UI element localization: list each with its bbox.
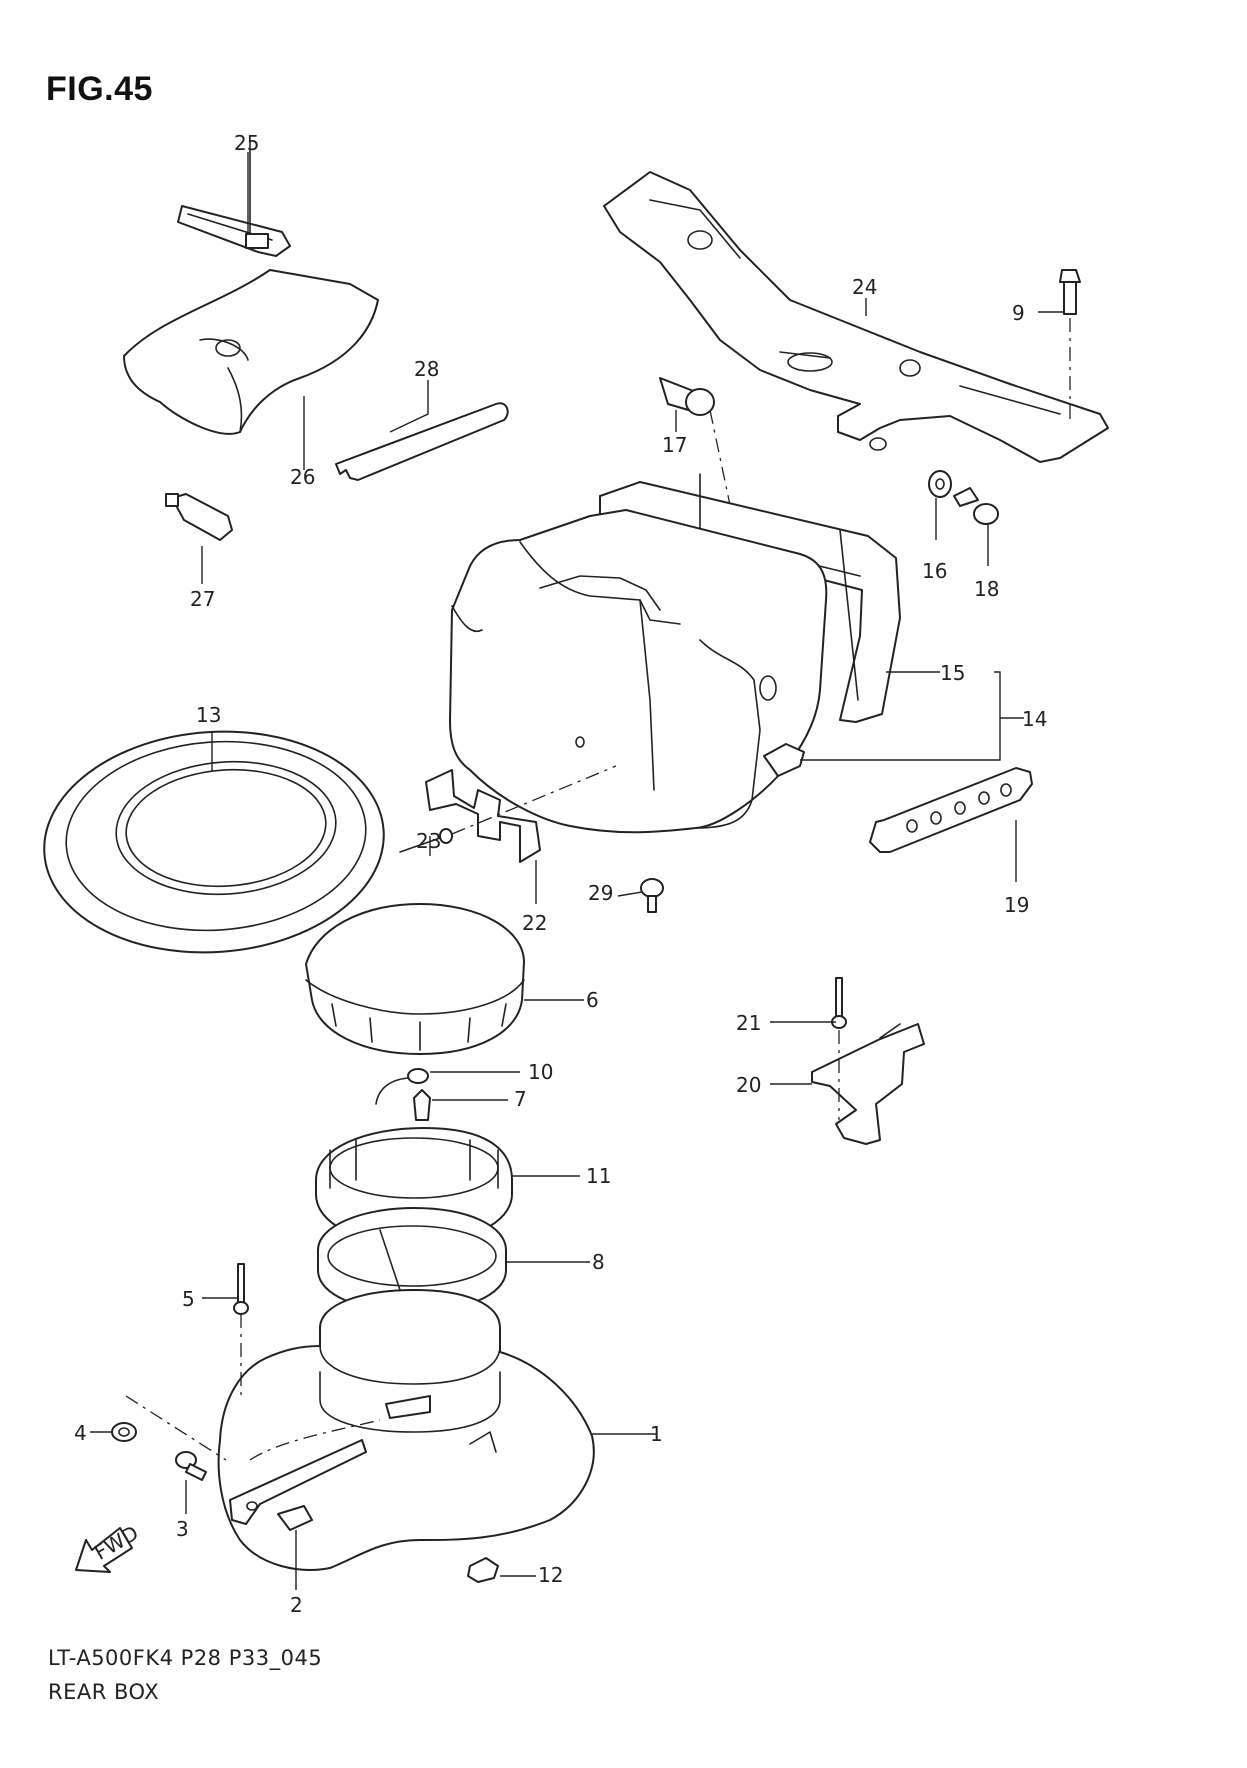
callout-17: 17	[662, 433, 687, 457]
callout-25: 25	[234, 131, 259, 155]
part-10-grommet	[375, 1068, 429, 1105]
figure-code: LT-A500FK4 P28 P33_045	[48, 1646, 323, 1670]
callout-8: 8	[592, 1250, 605, 1274]
part-24-bracket	[603, 171, 1109, 463]
callout-16: 16	[922, 559, 947, 583]
fwd-arrow-icon: FWD	[75, 1521, 143, 1573]
part-14-rear-box	[449, 509, 828, 834]
figure-name: REAR BOX	[48, 1680, 160, 1704]
callout-26: 26	[290, 465, 315, 489]
part-28-wrench	[335, 402, 509, 481]
part-1-inlet	[217, 1289, 595, 1571]
part-25-strap	[177, 141, 291, 257]
callout-18: 18	[974, 577, 999, 601]
part-23-rivet	[399, 765, 617, 853]
part-17-collar	[659, 377, 751, 601]
leader-lines	[90, 152, 1064, 1590]
callout-28: 28	[414, 357, 439, 381]
part-9-bolt	[1059, 269, 1081, 424]
part-26-cover	[123, 269, 379, 435]
part-18-screw	[953, 487, 999, 525]
callout-20: 20	[736, 1073, 761, 1097]
part-4-nut	[111, 1395, 227, 1461]
part-22-bracket	[425, 769, 541, 863]
part-12-nut	[467, 1557, 499, 1583]
callout-14: 14	[1022, 707, 1047, 731]
callout-19: 19	[1004, 893, 1029, 917]
callout-12: 12	[538, 1563, 563, 1587]
callout-11: 11	[586, 1164, 611, 1188]
callout-22: 22	[522, 911, 547, 935]
callout-numbers: 1 2 3 4 5 6 7 8 9 10 11 12 13 14 15 16 1…	[74, 131, 1047, 1617]
callout-1: 1	[650, 1422, 663, 1446]
part-2-clip	[229, 1439, 367, 1531]
callout-7: 7	[514, 1087, 527, 1111]
callout-6: 6	[586, 988, 599, 1012]
part-6-cap	[305, 903, 525, 1055]
callout-10: 10	[528, 1060, 553, 1084]
callout-23: 23	[416, 829, 441, 853]
callout-21: 21	[736, 1011, 761, 1035]
callout-9: 9	[1012, 301, 1025, 325]
part-7-fitting	[413, 1089, 431, 1121]
callout-24: 24	[852, 275, 877, 299]
callout-2: 2	[290, 1593, 303, 1617]
part-5-rivet	[233, 1263, 249, 1400]
part-20-holder	[811, 1023, 925, 1145]
part-3-screw	[175, 1451, 207, 1481]
callout-27: 27	[190, 587, 215, 611]
figure-title: FIG.45	[46, 70, 153, 108]
part-27-pin	[165, 493, 233, 541]
callout-3: 3	[176, 1517, 189, 1541]
part-13-gasket	[43, 730, 385, 954]
part-19-stay	[869, 767, 1033, 853]
callout-15: 15	[940, 661, 965, 685]
callout-5: 5	[182, 1287, 195, 1311]
callout-4: 4	[74, 1421, 87, 1445]
part-16-washer	[928, 470, 952, 498]
part-29-screw	[640, 878, 664, 913]
callout-13: 13	[196, 703, 221, 727]
callout-29: 29	[588, 881, 613, 905]
